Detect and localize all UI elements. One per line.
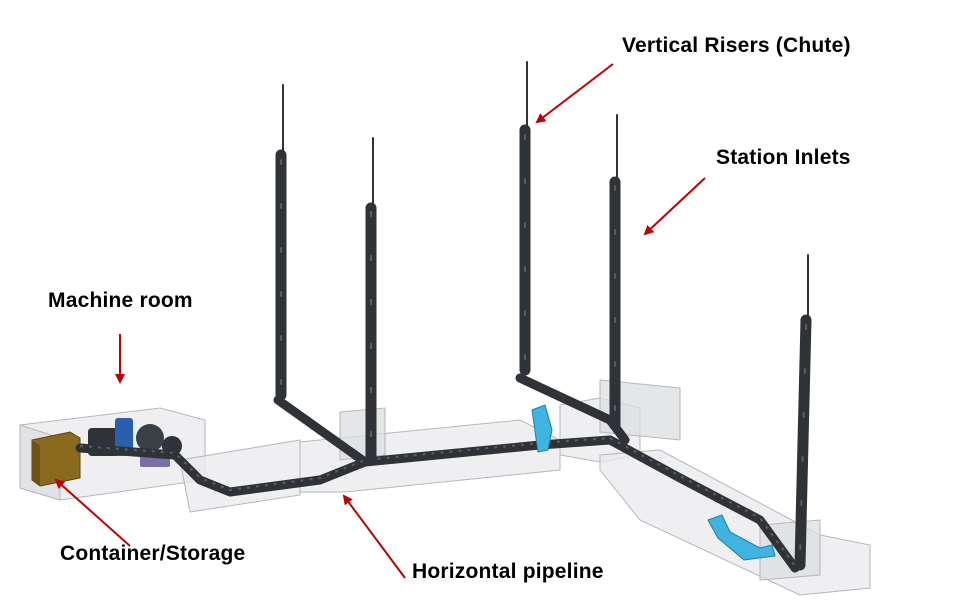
label-container-storage: Container/Storage [60, 542, 246, 565]
valves [531, 404, 776, 561]
riser-4 [609, 114, 621, 431]
callout-arrows [54, 63, 706, 579]
riser-3 [519, 61, 531, 376]
arrow-station-inlets [643, 177, 706, 236]
label-horizontal-pipeline: Horizontal pipeline [412, 560, 604, 583]
label-vertical-risers: Vertical Risers (Chute) [622, 34, 851, 57]
label-machine-room: Machine room [48, 289, 193, 312]
label-station-inlets: Station Inlets [716, 146, 851, 169]
riser-1 [275, 84, 287, 401]
arrow-vertical-risers [535, 63, 614, 124]
horizontal-pipeline [75, 373, 800, 573]
riser-5 [794, 254, 812, 571]
vertical-risers [275, 61, 812, 571]
arrow-container-storage [54, 478, 131, 547]
container-unit [31, 431, 81, 487]
arrow-horizontal-pipeline [342, 494, 406, 579]
riser-2 [365, 137, 377, 464]
